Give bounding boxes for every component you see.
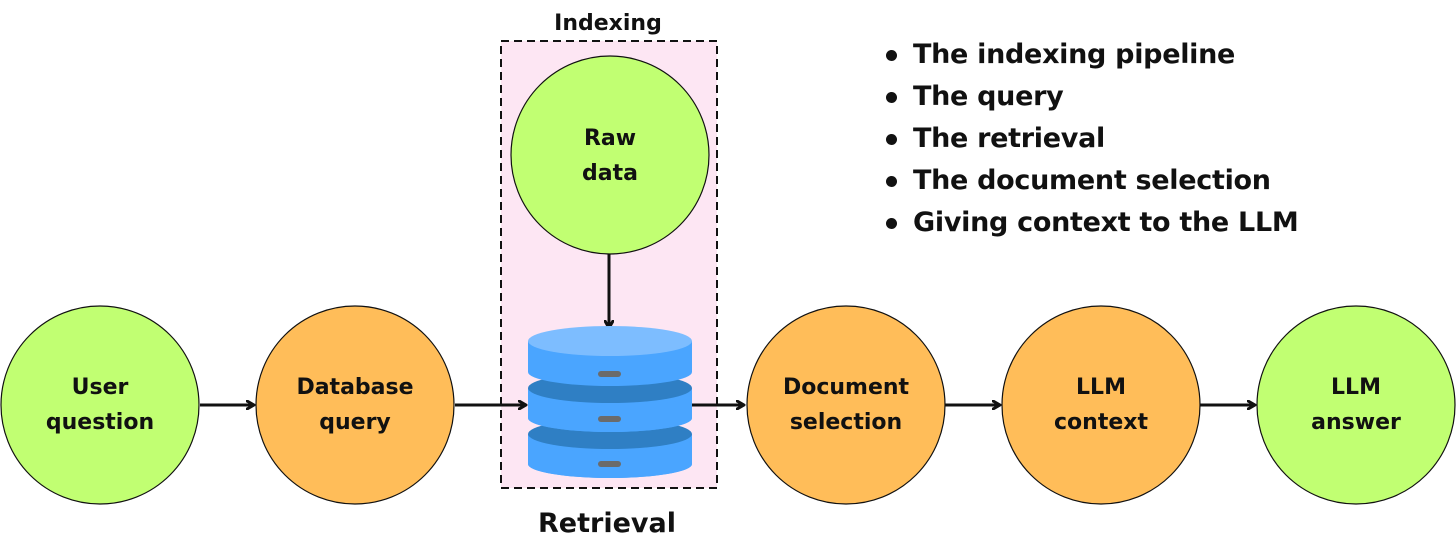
bullet-icon	[886, 50, 897, 61]
topic-list: The indexing pipeline The query The retr…	[884, 34, 1299, 244]
retrieval-label: Retrieval	[538, 508, 676, 539]
node-label-line2: context	[1054, 410, 1148, 435]
node-raw-data: Raw data	[510, 55, 710, 255]
node-label-line2: answer	[1311, 410, 1401, 435]
node-label-line2: selection	[790, 410, 902, 435]
node-label-line2: query	[319, 410, 391, 435]
node-label-line1: User	[72, 375, 129, 400]
node-user-question: User question	[0, 305, 200, 505]
database-slot	[598, 461, 621, 467]
topic-text: The document selection	[913, 165, 1271, 196]
database-top	[528, 326, 692, 356]
node-label-line1: LLM	[1331, 375, 1381, 400]
topic-text: Giving context to the LLM	[913, 207, 1299, 238]
node-label-line1: Document	[783, 375, 910, 400]
topic-item: The document selection	[884, 160, 1298, 202]
database-slot	[598, 371, 621, 377]
bullet-icon	[886, 176, 897, 187]
node-database-query: Database query	[255, 305, 455, 505]
indexing-label: Indexing	[554, 11, 662, 36]
node-label-line1: Database	[296, 375, 413, 400]
node-llm-context: LLM context	[1001, 305, 1201, 505]
node-llm-answer: LLM answer	[1256, 305, 1456, 505]
node-label-line2: question	[46, 410, 154, 435]
topic-text: The indexing pipeline	[913, 39, 1236, 70]
topic-text: The retrieval	[913, 123, 1105, 154]
topic-item: The retrieval	[884, 118, 1298, 160]
node-label-line2: data	[582, 161, 638, 186]
node-document-selection: Document selection	[746, 305, 946, 505]
topic-item: The query	[884, 76, 1298, 118]
node-label-line1: LLM	[1076, 375, 1126, 400]
database-slot	[598, 416, 621, 422]
topic-text: The query	[913, 81, 1064, 112]
bullet-icon	[886, 134, 897, 145]
topic-item: Giving context to the LLM	[884, 202, 1299, 244]
database-icon	[528, 326, 692, 478]
topic-item: The indexing pipeline	[884, 34, 1298, 76]
bullet-icon	[886, 218, 897, 229]
node-label-line1: Raw	[584, 126, 636, 151]
bullet-icon	[886, 92, 897, 103]
